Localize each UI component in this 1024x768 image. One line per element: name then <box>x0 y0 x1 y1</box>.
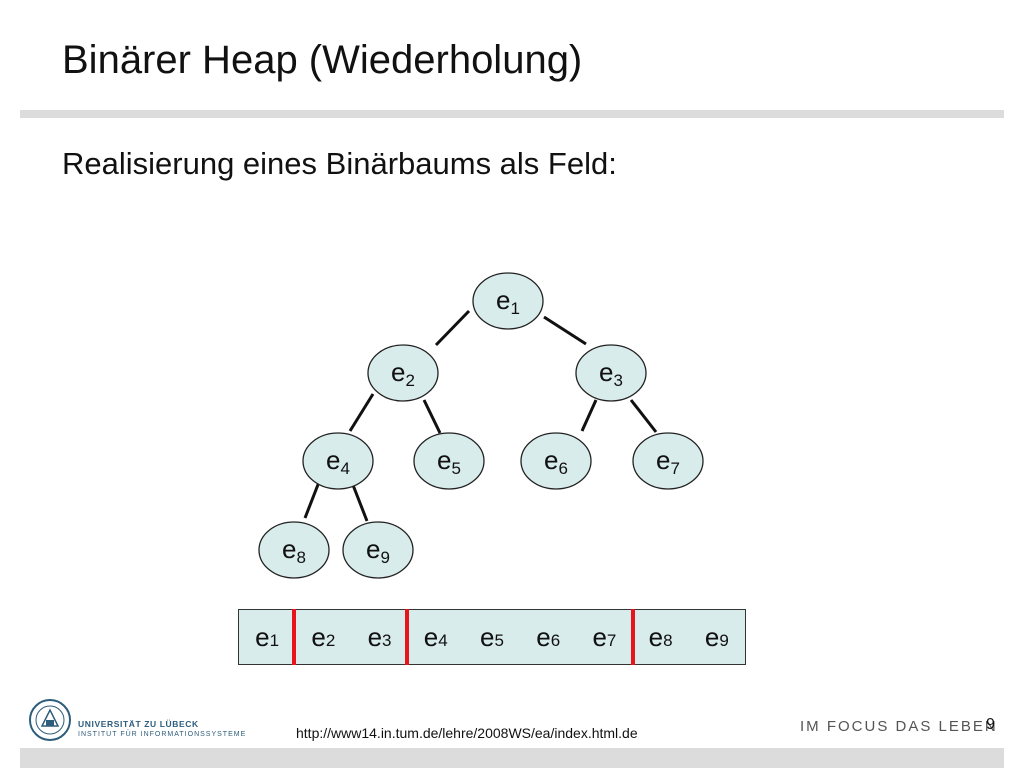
tree-edge <box>351 484 369 522</box>
tree-node-ellipse <box>520 432 592 490</box>
level-divider <box>630 609 635 665</box>
slide-subtitle: Realisierung eines Binärbaums als Feld: <box>62 146 617 181</box>
tree-node-label: e3 <box>599 357 623 390</box>
tree-node: e4 <box>302 432 374 490</box>
tree-edge <box>580 399 598 432</box>
tree-node: e1 <box>472 272 544 330</box>
slide-title: Binärer Heap (Wiederholung) <box>62 38 583 82</box>
footer-bar <box>20 748 1004 768</box>
tree-edge <box>422 399 442 434</box>
tree-node: e3 <box>575 344 647 402</box>
tree-node-ellipse <box>258 521 330 579</box>
tree-node: e6 <box>520 432 592 490</box>
tree-node-ellipse <box>342 521 414 579</box>
tree-node-label: e4 <box>326 445 350 478</box>
tree-node-label: e9 <box>366 534 390 567</box>
tree-edge <box>303 481 321 519</box>
tree-node-label: e5 <box>437 445 461 478</box>
tree-node-ellipse <box>632 432 704 490</box>
tree-node-label: e2 <box>391 357 415 390</box>
tree-edge <box>434 309 471 347</box>
slogan: IM FOCUS DAS LEBEN <box>800 718 998 735</box>
tree-node-label: e6 <box>544 445 568 478</box>
tree-node-ellipse <box>413 432 485 490</box>
tree-node: e5 <box>413 432 485 490</box>
tree-node-ellipse <box>367 344 439 402</box>
level-divider <box>405 609 410 665</box>
tree-node-label: e1 <box>496 285 520 318</box>
level-divider <box>292 609 297 665</box>
tree-node-label: e7 <box>656 445 680 478</box>
tree-edge <box>543 315 587 346</box>
tree-node-ellipse <box>575 344 647 402</box>
tree-edge <box>348 393 375 432</box>
university-seal-icon <box>29 699 71 741</box>
tree-node: e7 <box>632 432 704 490</box>
tree-node: e9 <box>342 521 414 579</box>
page-number: 9 <box>986 716 995 733</box>
tree-node-ellipse <box>472 272 544 330</box>
institute-name: INSTITUT FÜR INFORMATIONSSYSTEME <box>78 731 247 738</box>
tree-node-ellipse <box>302 432 374 490</box>
title-rule <box>20 110 1004 118</box>
tree-node: e8 <box>258 521 330 579</box>
tree-edge <box>629 399 658 433</box>
university-name: UNIVERSITÄT ZU LÜBECK <box>78 719 199 729</box>
source-url[interactable]: http://www14.in.tum.de/lehre/2008WS/ea/i… <box>296 725 638 741</box>
tree-node: e2 <box>367 344 439 402</box>
tree-node-label: e8 <box>282 534 306 567</box>
